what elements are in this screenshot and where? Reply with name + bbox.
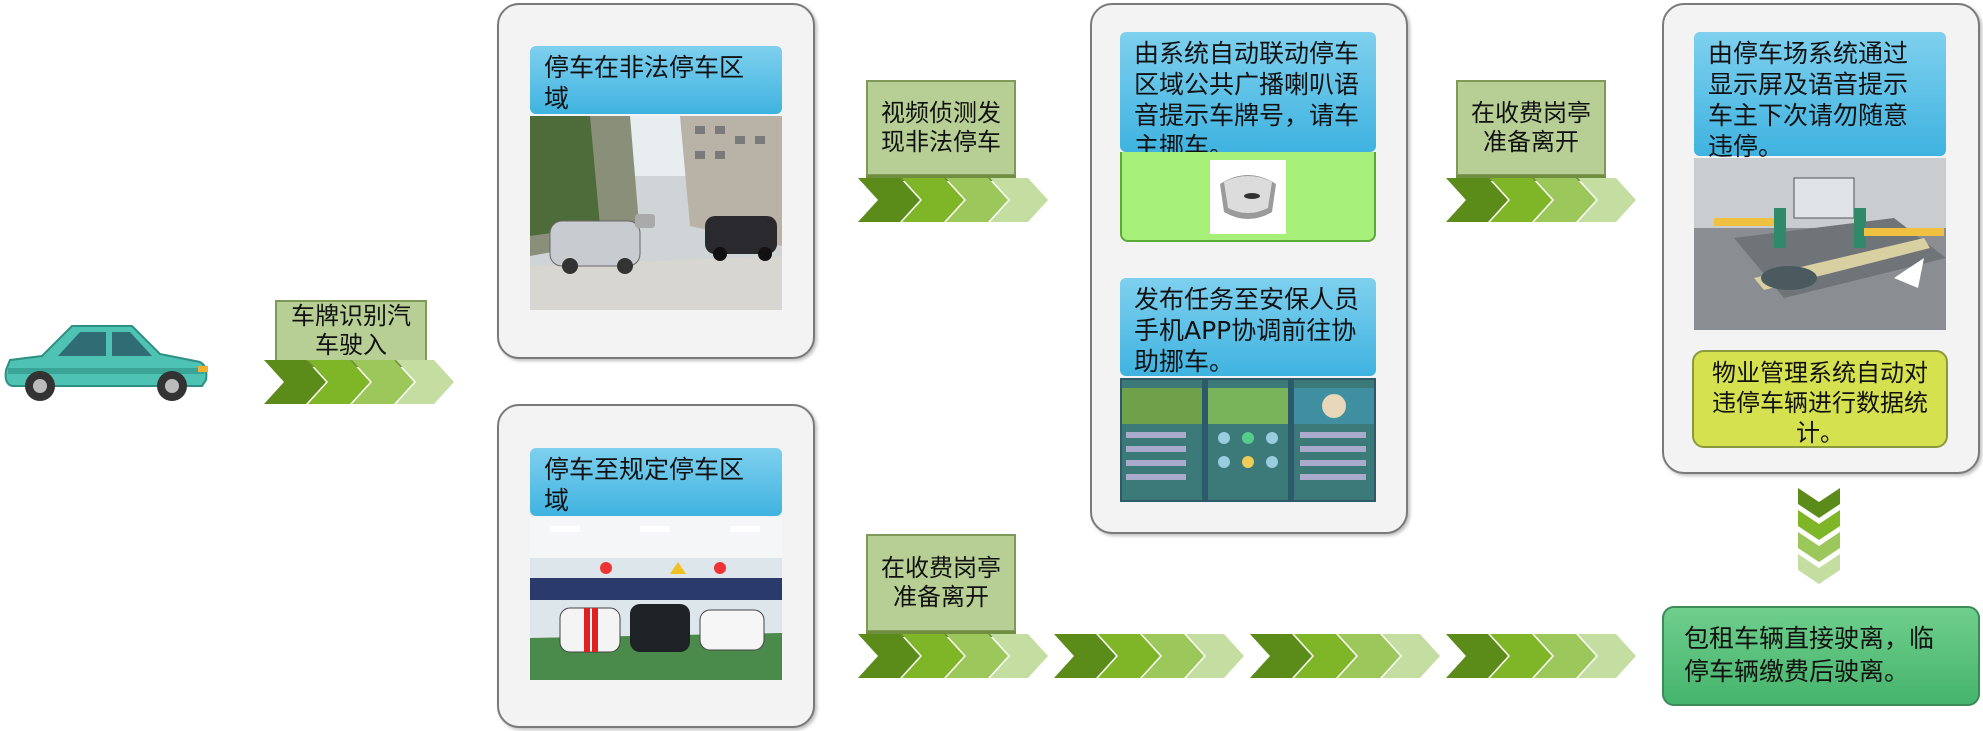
- tollbooth-label-top: 在收费岗亭准备离开: [1456, 80, 1606, 181]
- chevron-arrows-bottom-4: [1446, 634, 1636, 678]
- entry-label: 车牌识别汽车驶入: [275, 300, 427, 367]
- entry-label-text: 车牌识别汽车驶入: [291, 302, 411, 359]
- tollbooth-label-bottom: 在收费岗亭准备离开: [866, 534, 1016, 637]
- chevron-arrows-bottom-3: [1250, 634, 1440, 678]
- panel2-title: 由系统自动联动停车区域公共广播喇叭语音提示车牌号，请车主挪车。: [1120, 32, 1376, 161]
- panel3-title: 由停车场系统通过显示屏及语音提示车主下次请勿随意违停。: [1694, 32, 1946, 161]
- street-photo: [530, 116, 782, 310]
- bottom-panel-title: 停车至规定停车区域: [530, 448, 782, 516]
- chevron-arrows-top-2: [1446, 178, 1636, 222]
- chevron-arrows-down: [1798, 488, 1840, 584]
- chevron-arrows-bottom-1: [858, 634, 1048, 678]
- speaker-icon: [1210, 160, 1286, 234]
- panel2-subtitle: 发布任务至安保人员手机APP协调前往协助挪车。: [1120, 278, 1376, 376]
- tollbooth-label-top-text: 在收费岗亭准备离开: [1471, 99, 1591, 156]
- parking-gate-photo: [1694, 158, 1946, 330]
- detect-label-text: 视频侦测发现非法停车: [881, 99, 1001, 156]
- detect-label: 视频侦测发现非法停车: [866, 80, 1016, 181]
- chevron-arrows-bottom-2: [1054, 634, 1244, 678]
- car-icon: [4, 325, 208, 401]
- final-exit-box: 包租车辆直接驶离，临停车辆缴费后驶离。: [1662, 606, 1980, 706]
- garage-photo: [530, 518, 782, 680]
- panel3-subtitle: 物业管理系统自动对违停车辆进行数据统计。: [1692, 350, 1948, 448]
- tollbooth-label-bottom-text: 在收费岗亭准备离开: [881, 554, 1001, 611]
- phone-app-screenshots: [1120, 378, 1376, 502]
- panel1-title: 停车在非法停车区域: [530, 46, 782, 114]
- chevron-arrows-top-1: [858, 178, 1048, 222]
- chevron-arrows-entry: [264, 360, 454, 404]
